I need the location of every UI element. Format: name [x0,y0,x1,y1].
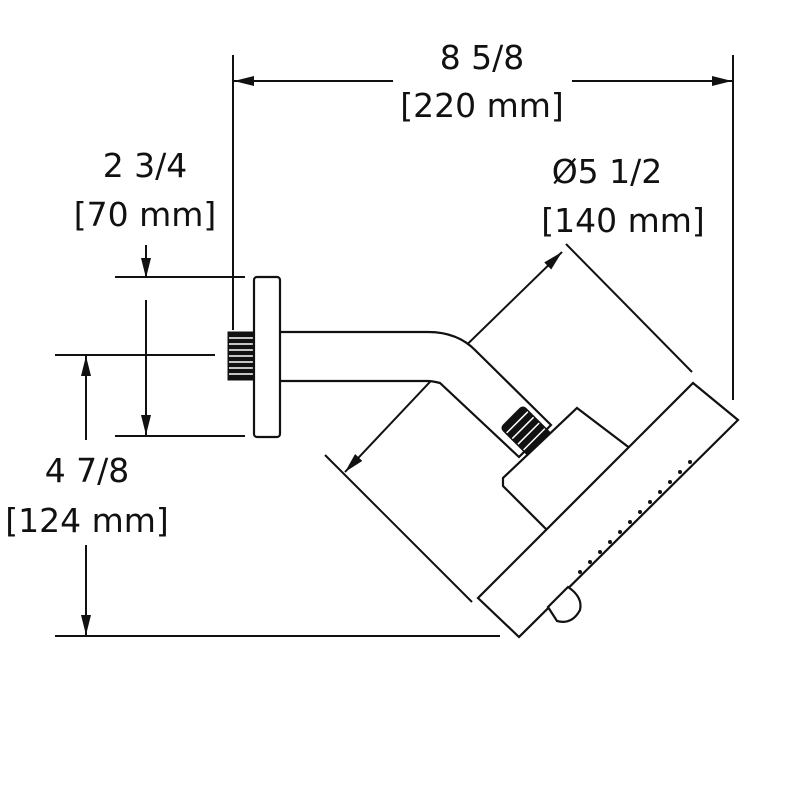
head-diameter-ext-lower [324,454,473,603]
overall-width-metric: [220 mm] [400,86,564,125]
shower-head-nozzles [578,460,692,574]
flange-height-imperial: 2 3/4 [103,146,188,185]
shower-arm-assembly [227,275,559,464]
overall-width-imperial: 8 5/8 [440,38,525,77]
shower-arm-pipe [268,330,553,459]
spray-adjust-knob [546,585,582,623]
wall-thread-grooves [229,337,253,375]
shower-head [476,381,740,639]
head-diameter-metric: [140 mm] [541,201,705,240]
drop-height-imperial: 4 7/8 [45,451,130,490]
drop-height-metric: [124 mm] [5,501,169,540]
flange-height-dimension: 2 3/4 [70 mm] [74,146,245,437]
head-diameter-dimension: Ø5 1/2 [140 mm] [324,152,705,603]
head-diameter-imperial: Ø5 1/2 [552,152,663,191]
shower-head-neck [501,406,633,533]
shower-head-face [476,381,740,639]
head-diameter-arrow-2 [344,366,445,473]
overall-width-dimension: 8 5/8 [220 mm] [232,38,734,400]
drop-height-dimension: 4 7/8 [124 mm] [5,354,500,637]
head-diameter-ext-upper [565,243,693,373]
wall-flange [252,275,282,439]
flange-height-metric: [70 mm] [74,195,217,234]
